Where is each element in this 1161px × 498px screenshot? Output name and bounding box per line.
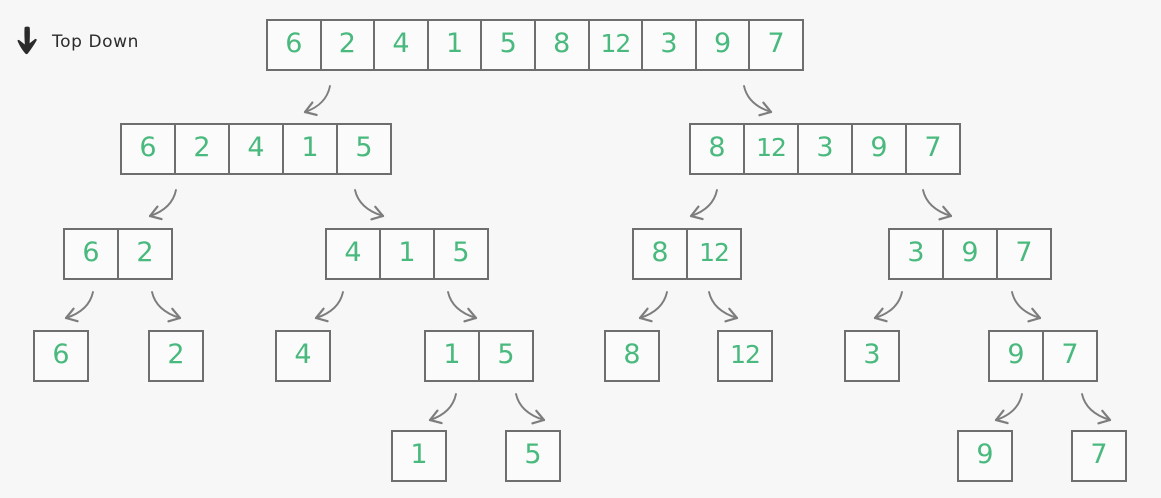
array-cell: 3: [797, 123, 853, 175]
split-arrow-left: [303, 85, 331, 117]
array-cell: 1: [426, 19, 483, 71]
array-cell: 4: [275, 330, 331, 382]
array-cell: 3: [888, 228, 944, 280]
split-arrow-right: [1081, 393, 1112, 425]
array-cell: 12: [743, 123, 799, 175]
down-arrow-icon: [17, 26, 37, 55]
split-arrow-right: [922, 189, 953, 221]
split-arrow-right: [1011, 291, 1042, 323]
array-cell: 3: [641, 19, 697, 71]
array-cell: 7: [905, 123, 961, 175]
array-group: 3: [844, 330, 900, 382]
array-cell: 7: [1071, 430, 1127, 482]
split-arrow-right: [708, 291, 739, 323]
array-cell: 7: [748, 19, 804, 71]
split-arrow-left: [314, 291, 344, 323]
split-arrow-left: [64, 291, 94, 323]
legend: Top Down: [10, 20, 139, 64]
array-cell: 1: [391, 430, 447, 482]
array-group: 12: [717, 330, 773, 382]
array-cell: 9: [694, 19, 751, 71]
array-group: 2: [148, 330, 204, 382]
array-group: 5: [505, 430, 561, 482]
array-cell: 2: [174, 123, 230, 175]
array-cell: 8: [689, 123, 745, 175]
array-cell: 9: [851, 123, 907, 175]
array-cell: 5: [480, 19, 536, 71]
array-group: 8: [604, 330, 660, 382]
split-arrow-right: [354, 189, 385, 221]
array-cell: 9: [942, 228, 998, 280]
array-cell: 7: [1042, 330, 1098, 382]
array-cell: 4: [228, 123, 284, 175]
array-cell: 8: [604, 330, 660, 382]
legend-label: Top Down: [52, 32, 140, 52]
split-arrow-left: [689, 189, 718, 221]
array-cell: 2: [117, 228, 173, 280]
array-cell: 7: [996, 228, 1052, 280]
array-cell: 3: [844, 330, 900, 382]
array-cell: 8: [632, 228, 688, 280]
array-cell: 5: [433, 228, 489, 280]
array-group: 1: [391, 430, 447, 482]
array-cell: 12: [587, 19, 644, 71]
array-group: 7: [1071, 430, 1127, 482]
array-cell: 6: [33, 330, 89, 382]
array-cell: 9: [957, 430, 1013, 482]
array-cell: 12: [717, 330, 773, 382]
array-cell: 12: [686, 228, 742, 280]
array-group: 4: [275, 330, 331, 382]
split-arrow-left: [428, 393, 457, 425]
array-cell: 4: [373, 19, 429, 71]
array-cell: 6: [266, 19, 322, 71]
split-arrow-right: [447, 291, 478, 323]
split-arrow-right: [151, 291, 182, 323]
array-cell: 2: [148, 330, 204, 382]
array-cell: 1: [282, 123, 338, 175]
split-arrow-right: [743, 85, 773, 117]
split-arrow-left: [148, 189, 177, 221]
array-cell: 5: [505, 430, 561, 482]
array-cell: 8: [533, 19, 590, 71]
array-cell: 6: [63, 228, 119, 280]
array-cell: 9: [988, 330, 1044, 382]
split-arrow-left: [638, 291, 668, 323]
array-group: 6: [33, 330, 89, 382]
array-cell: 1: [424, 330, 480, 382]
array-cell: 2: [319, 19, 376, 71]
split-arrow-left: [873, 291, 903, 323]
split-arrow-left: [994, 393, 1023, 425]
array-cell: 1: [379, 228, 435, 280]
array-cell: 5: [336, 123, 392, 175]
array-cell: 6: [120, 123, 176, 175]
array-group: 9: [957, 430, 1013, 482]
split-arrow-right: [515, 393, 546, 425]
array-cell: 4: [325, 228, 381, 280]
array-cell: 5: [478, 330, 534, 382]
